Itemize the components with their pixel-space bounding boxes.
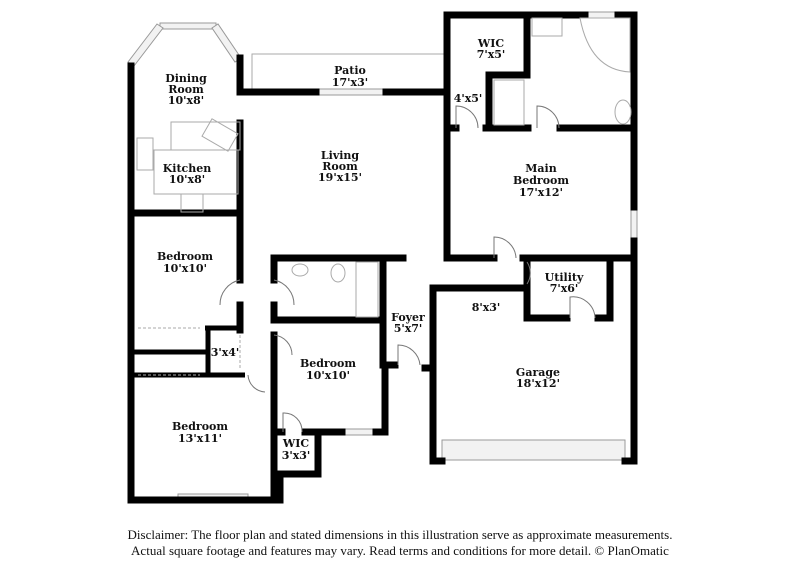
closet-3x4-size: 3'x4' xyxy=(211,346,240,359)
foyer-size: 5'x7' xyxy=(394,322,423,335)
living-room-size: 19'x15' xyxy=(318,171,362,184)
dining-room-label: Dining xyxy=(165,72,207,85)
foyer-label: Foyer xyxy=(391,311,425,324)
bedroom-b-size: 10'x10' xyxy=(306,369,350,382)
storage-8x3-size: 8'x3' xyxy=(472,301,501,314)
wic-main-size: 7'x5' xyxy=(477,48,506,61)
garage-size: 18'x12' xyxy=(516,377,560,390)
main-bedroom-label: Main xyxy=(525,162,556,175)
wic-small-size: 3'x3' xyxy=(282,449,311,462)
living-room-label-2: Room xyxy=(322,160,358,173)
kitchen-size: 10'x8' xyxy=(169,173,205,186)
closet-4x5-size: 4'x5' xyxy=(454,92,483,105)
wic-main-label: WIC xyxy=(477,37,504,50)
garage-label: Garage xyxy=(516,366,560,379)
room-labels: Dining Room 10'x8' Patio 17'x3' Kitchen … xyxy=(157,37,584,462)
main-bedroom-size: 17'x12' xyxy=(519,186,563,199)
utility-size: 7'x6' xyxy=(550,282,579,295)
utility-label: Utility xyxy=(545,271,584,284)
living-room-label: Living xyxy=(321,149,359,162)
patio-size: 17'x3' xyxy=(332,76,368,89)
fixtures xyxy=(136,17,632,376)
bedroom-a-size: 10'x10' xyxy=(163,262,207,275)
disclaimer-line-2: Actual square footage and features may v… xyxy=(131,543,669,558)
doors xyxy=(219,105,596,433)
bedroom-b-label: Bedroom xyxy=(300,357,356,370)
disclaimer-line-1: Disclaimer: The floor plan and stated di… xyxy=(127,527,673,542)
bedroom-c-label: Bedroom xyxy=(172,420,228,433)
dining-room-label-2: Room xyxy=(168,83,204,96)
dining-room-size: 10'x8' xyxy=(168,94,204,107)
bedroom-c-size: 13'x11' xyxy=(178,432,222,445)
wic-small-label: WIC xyxy=(282,437,309,450)
main-bedroom-label-2: Bedroom xyxy=(513,174,569,187)
kitchen-label: Kitchen xyxy=(163,162,212,175)
walls xyxy=(127,11,638,504)
patio-label: Patio xyxy=(334,64,366,77)
bedroom-a-label: Bedroom xyxy=(157,250,213,263)
